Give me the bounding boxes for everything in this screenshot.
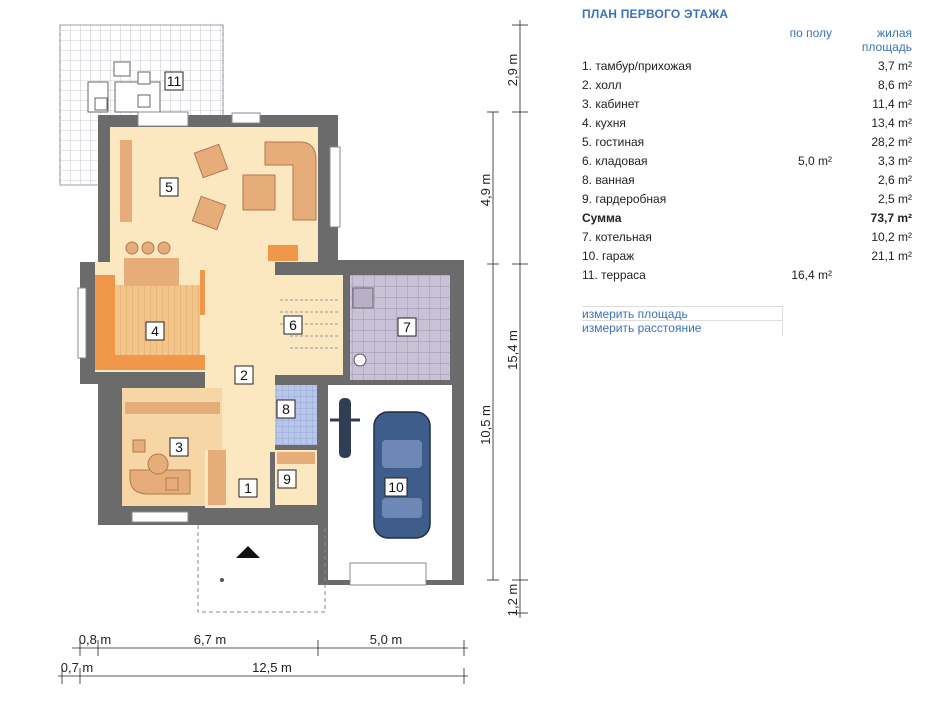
dim-label-0-7: 0,7 m — [61, 660, 94, 675]
table-row: 2. холл 8,6 m² — [582, 78, 912, 92]
table-row-total: Сумма 73,7 m² — [582, 211, 912, 225]
dim-label-6-7: 6,7 m — [194, 632, 227, 647]
table-row: 6. кладовая 5,0 m² 3,3 m² — [582, 154, 912, 168]
motorcycle-icon — [330, 398, 360, 458]
dim-label-0-8: 0,8 m — [79, 632, 112, 647]
column-header-living: жилая площадь — [840, 26, 912, 54]
dim-label-1-2: 1,2 m — [505, 584, 520, 617]
room-number-9: 9 — [283, 471, 291, 487]
room-number-11: 11 — [167, 73, 182, 89]
room-number-7: 7 — [403, 319, 411, 335]
room-number-8: 8 — [282, 401, 290, 417]
room-number-10: 10 — [388, 479, 404, 495]
column-header-living-line1: жилая — [877, 26, 912, 40]
measure-distance-button[interactable]: измерить расстояние — [582, 320, 783, 336]
table-row: 9. гардеробная 2,5 m² — [582, 192, 912, 206]
dim-label-5-0: 5,0 m — [370, 632, 403, 647]
porch — [197, 525, 326, 613]
room-number-4: 4 — [151, 323, 159, 339]
table-row: 3. кабинет 11,4 m² — [582, 97, 912, 111]
room-number-3: 3 — [175, 439, 183, 455]
room-labels: 11 5 4 6 7 2 8 3 9 1 10 — [145, 71, 417, 498]
table-row: 1. тамбур/прихожая 3,7 m² — [582, 59, 912, 73]
room-number-6: 6 — [289, 317, 297, 333]
car-icon — [373, 411, 431, 539]
table-row: 7. котельная 10,2 m² — [582, 230, 912, 244]
dim-label-12-5: 12,5 m — [252, 660, 292, 675]
horizontal-dimensions — [58, 640, 468, 684]
terrace-table-set — [87, 61, 161, 113]
measure-area-button[interactable]: измерить площадь — [582, 306, 783, 322]
vertical-dimensions — [487, 20, 528, 618]
room-number-2: 2 — [240, 367, 248, 383]
dim-label-10-5: 10,5 m — [478, 405, 493, 445]
dim-label-2-9: 2,9 m — [505, 54, 520, 87]
dim-label-4-9: 4,9 m — [478, 174, 493, 207]
table-row: 10. гараж 21,1 m² — [582, 249, 912, 263]
table-row: 5. гостиная 28,2 m² — [582, 135, 912, 149]
room-number-1: 1 — [244, 480, 252, 496]
living-furniture — [120, 140, 317, 261]
floor-plan: 11 5 4 6 7 2 8 3 9 1 10 2,9 m 4,9 — [58, 20, 528, 684]
table-row: 11. терраса 16,4 m² — [582, 268, 832, 282]
cabinet-furniture — [129, 439, 191, 495]
room-number-5: 5 — [165, 179, 173, 195]
column-header-floor: по полу — [789, 26, 832, 40]
column-header-living-line2: площадь — [861, 40, 912, 54]
table-row: 8. ванная 2,6 m² — [582, 173, 912, 187]
panel-title: ПЛАН ПЕРВОГО ЭТАЖА — [582, 7, 729, 21]
dim-label-15-4: 15,4 m — [505, 330, 520, 370]
table-row: 4. кухня 13,4 m² — [582, 116, 912, 130]
